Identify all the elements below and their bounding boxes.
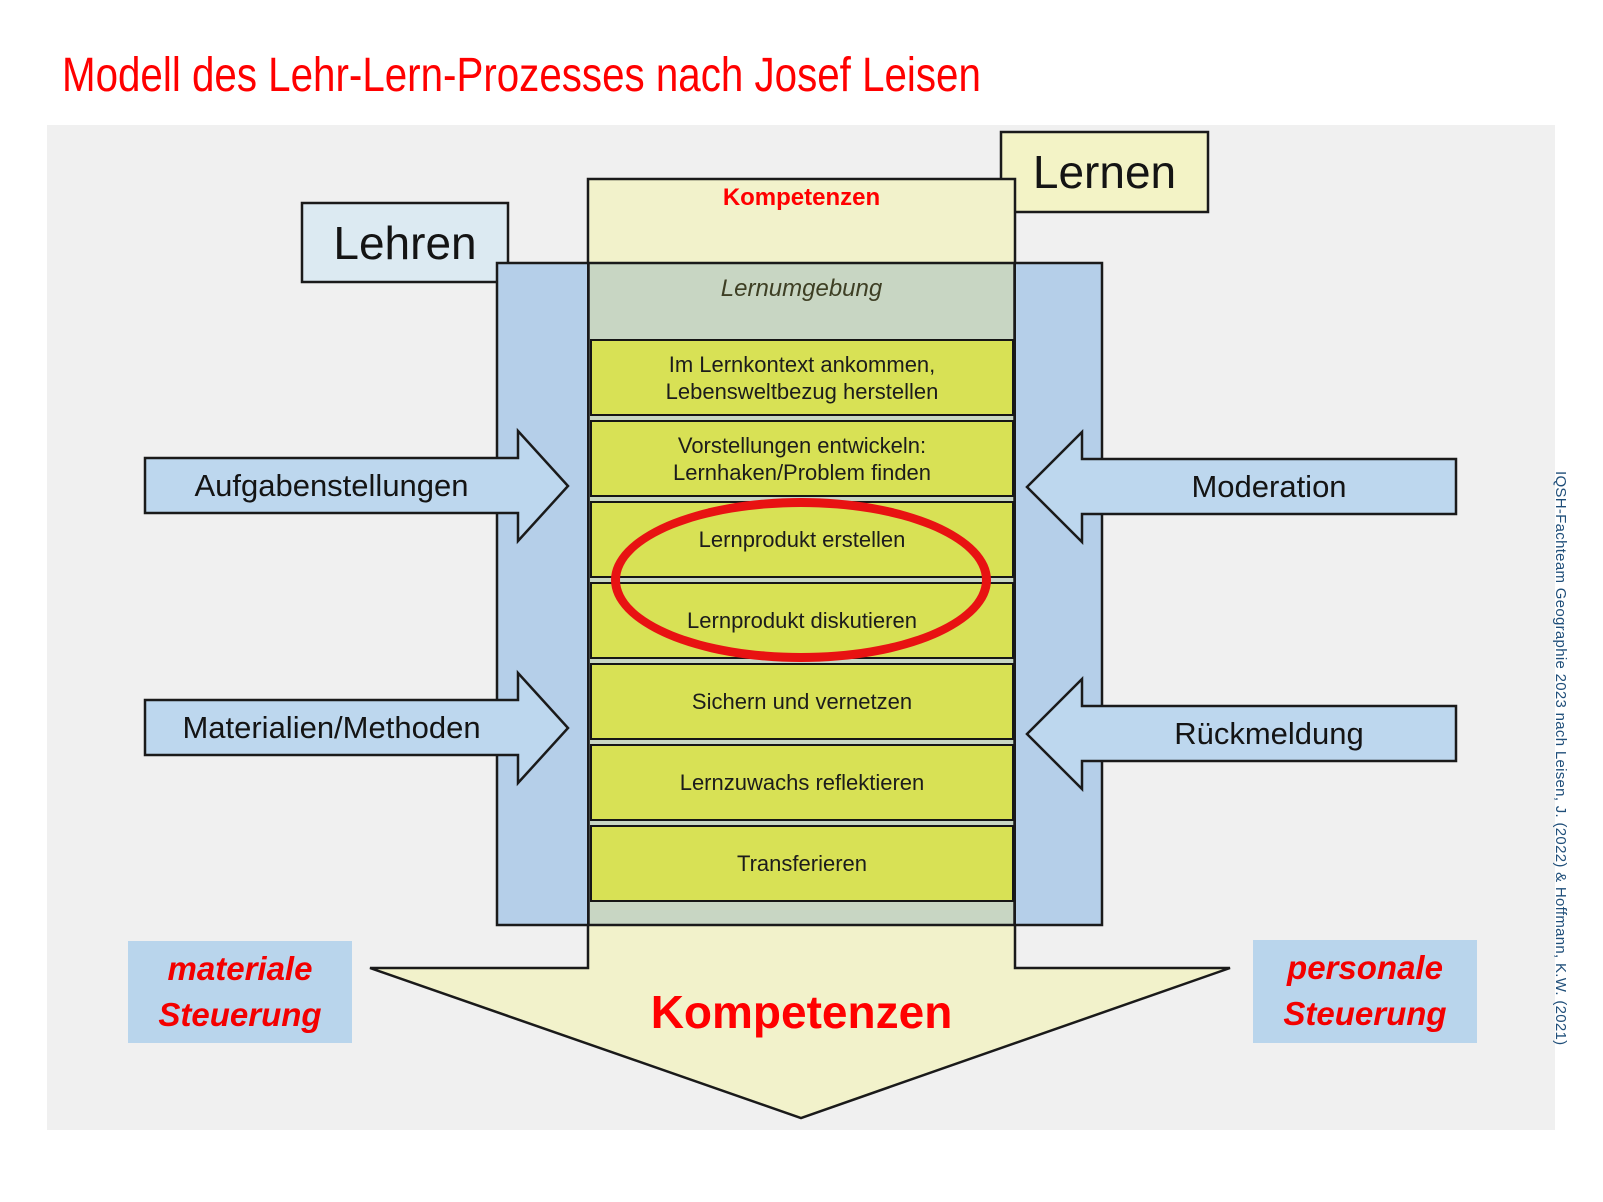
step-line: Vorstellungen entwickeln:: [677, 432, 927, 458]
moderation-arrow: [1025, 428, 1458, 546]
page-title: Modell des Lehr-Lern-Prozesses nach Jose…: [62, 48, 1156, 103]
blue-frame-left-strip: [498, 264, 587, 924]
highlight-ellipse: [611, 498, 991, 662]
step-line: Transferieren: [736, 851, 867, 876]
lernumgebung-label: Lernumgebung: [720, 275, 883, 302]
blue-frame-outline: [495, 261, 1104, 927]
materialien-methoden-label: Materialien/Methoden: [182, 709, 481, 745]
lehren-header: Lehren: [333, 216, 477, 269]
step-line: Im Lernkontext ankommen,: [668, 351, 936, 377]
rueckmeldung-arrow: [1025, 675, 1458, 793]
step-transferieren: Transferieren: [590, 825, 1014, 902]
step-line: Sichern und vernetzen: [691, 689, 913, 714]
aufgabenstellungen-arrow: [143, 427, 570, 545]
personale-steuerung-box: personale Steuerung: [1253, 940, 1477, 1043]
aufgabenstellungen-label: Aufgabenstellungen: [194, 467, 469, 503]
materiale-steuerung-box: materiale Steuerung: [128, 941, 352, 1043]
step-vorstellungen: Vorstellungen entwickeln: Lernhaken/Prob…: [590, 420, 1014, 497]
steering-line: Steuerung: [158, 996, 322, 1033]
page-title-text: Modell des Lehr-Lern-Prozesses nach Jose…: [62, 49, 981, 102]
kompetenzen-top-label: Kompetenzen: [722, 184, 881, 211]
lernen-box: [999, 130, 1210, 214]
lernen-header: Lernen: [1032, 146, 1177, 198]
steering-line: Steuerung: [1283, 995, 1447, 1032]
credit-vertical-text: IQSH-Fachteam Geographie 2023 nach Leise…: [1552, 471, 1569, 1046]
step-line: Lebensweltbezug herstellen: [665, 378, 939, 404]
kompetenzen-bottom-label: Kompetenzen: [650, 986, 953, 1038]
step-lernzuwachs: Lernzuwachs reflektieren: [590, 744, 1014, 821]
rueckmeldung-label: Rückmeldung: [1174, 715, 1364, 751]
step-line: Lernhaken/Problem finden: [672, 459, 932, 485]
moderation-label: Moderation: [1191, 468, 1347, 504]
lehren-box: [300, 201, 510, 284]
blue-frame-right-strip: [1016, 264, 1101, 924]
step-line: Lernzuwachs reflektieren: [679, 770, 925, 795]
steering-line: materiale: [167, 950, 313, 987]
step-lernkontext: Im Lernkontext ankommen, Lebensweltbezug…: [590, 339, 1014, 416]
steering-line: personale: [1287, 949, 1443, 986]
step-sichern-vernetzen: Sichern und vernetzen: [590, 663, 1014, 740]
materialien-methoden-arrow: [143, 669, 570, 787]
